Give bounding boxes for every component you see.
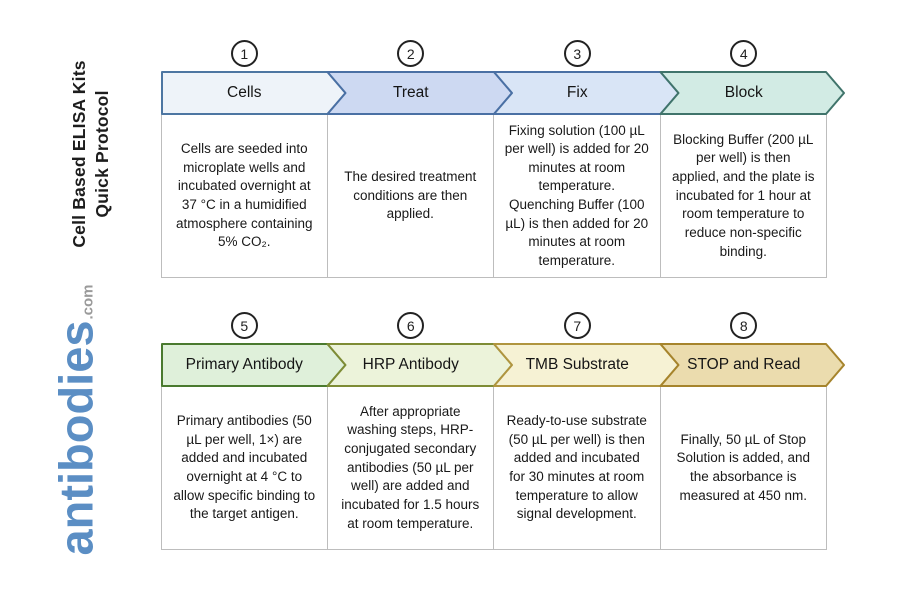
step-label: HRP Antibody	[362, 356, 459, 373]
step-description-band: Primary antibodies (50 µL per well, 1×) …	[161, 386, 827, 550]
arrow-band-graphic	[161, 71, 845, 115]
step-description: The desired treatment conditions are the…	[327, 114, 494, 278]
diagram-title-line2: Quick Protocol	[92, 90, 112, 218]
protocol-flow: 1 2 3 4 Cells Treat Fix	[161, 40, 845, 550]
step-description: Ready-to-use substrate (50 µL per well) …	[494, 386, 661, 550]
step-number-badge: 4	[730, 40, 758, 67]
step-number-badge: 5	[230, 312, 258, 339]
step-description: Fixing solution (100 µL per well) is add…	[494, 114, 661, 278]
step-description: Blocking Buffer (200 µL per well) is the…	[660, 114, 827, 278]
step-description-band: Cells are seeded into microplate wells a…	[161, 114, 827, 278]
step-row-2: 5 6 7 8 Primary Antibody HRP A	[161, 312, 845, 550]
step-arrow-band: Cells Treat Fix Block	[161, 71, 845, 115]
step-arrow-shape	[659, 343, 845, 387]
step-label: Primary Antibody	[185, 356, 303, 373]
step-number-badge: 6	[397, 312, 425, 339]
step-number-badge: 7	[563, 312, 591, 339]
step-row-1: 1 2 3 4 Cells Treat Fix	[161, 40, 845, 278]
step-arrow-band: Primary Antibody HRP Antibody TMB Substr…	[161, 343, 845, 387]
step-label: Treat	[392, 84, 429, 101]
step-description: Finally, 50 µL of Stop Solution is added…	[660, 386, 827, 550]
diagram-title-line1: Cell Based ELISA Kits	[68, 60, 89, 248]
brand-logo: antibodies.com	[49, 284, 104, 555]
step-label: Fix	[566, 84, 588, 101]
step-number-badge: 2	[397, 40, 425, 67]
step-label: TMB Substrate	[525, 356, 629, 373]
step-arrow	[659, 343, 845, 387]
step-label: Cells	[227, 84, 262, 101]
brand-logo-text: antibodies	[49, 320, 103, 556]
brand-logo-suffix: .com	[79, 284, 97, 320]
step-number-badge: 8	[730, 312, 758, 339]
step-number-band: 5 6 7 8	[161, 312, 827, 340]
step-number-badge: 1	[230, 40, 258, 67]
step-description: Cells are seeded into microplate wells a…	[161, 114, 328, 278]
step-arrow-shape	[659, 71, 845, 115]
diagram-title: Cell Based ELISA Kits Quick Protocol	[68, 60, 114, 247]
arrow-band-graphic	[161, 343, 845, 387]
step-description: Primary antibodies (50 µL per well, 1×) …	[161, 386, 328, 550]
step-number-band: 1 2 3 4	[161, 40, 827, 68]
step-arrow	[659, 71, 845, 115]
step-label: STOP and Read	[687, 356, 801, 373]
step-label: Block	[724, 84, 763, 101]
step-number-badge: 3	[563, 40, 591, 67]
step-description: After appropriate washing steps, HRP-con…	[327, 386, 494, 550]
